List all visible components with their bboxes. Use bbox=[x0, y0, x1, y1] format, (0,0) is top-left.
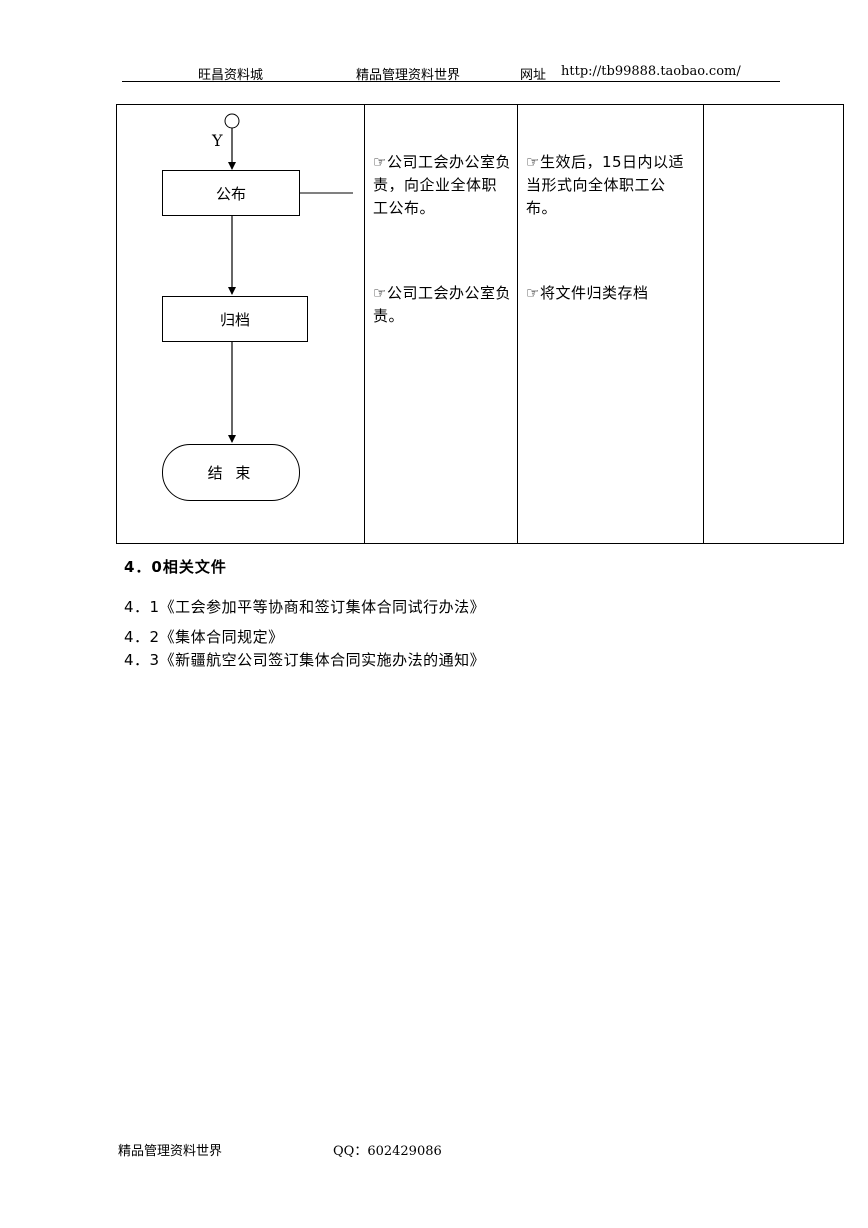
process-table bbox=[116, 104, 844, 544]
flow-yes-label: Y bbox=[212, 131, 223, 150]
flow-step-archive-label: 归档 bbox=[219, 310, 250, 329]
footer-left-text: 精品管理资料世界 bbox=[118, 1144, 223, 1159]
row2-responsible-text: ☞公司工会办公室负责。 bbox=[373, 284, 511, 325]
flow-step-publish-label: 公布 bbox=[215, 184, 246, 203]
table-column-divider-3 bbox=[703, 104, 704, 544]
row1-description-text: ☞生效后，15日内以适当形式向全体职工公布。 bbox=[526, 153, 685, 217]
row1-responsible-text: ☞公司工会办公室负责，向企业全体职工公布。 bbox=[373, 153, 511, 217]
header-url-label: 网址 bbox=[520, 68, 547, 83]
page-header: 旺昌资料城 精品管理资料世界 网址 http://tb99888.taobao.… bbox=[0, 62, 868, 83]
related-doc-item: 4．2《集体合同规定》 bbox=[124, 628, 284, 646]
footer-qq-text: QQ：602429086 bbox=[333, 1144, 442, 1159]
row2-description-text: ☞将文件归类存档 bbox=[526, 284, 649, 302]
flow-step-archive: 归档 bbox=[162, 296, 308, 342]
flow-end-terminator: 结 束 bbox=[162, 444, 300, 501]
table-column-divider-1 bbox=[364, 104, 365, 544]
header-center-text: 精品管理资料世界 bbox=[356, 68, 461, 83]
flow-end-label: 结 束 bbox=[207, 464, 255, 482]
header-divider bbox=[122, 81, 780, 82]
related-docs-title: 4．0相关文件 bbox=[124, 558, 227, 576]
related-doc-item: 4．1《工会参加平等协商和签订集体合同试行办法》 bbox=[124, 598, 486, 616]
flow-step-publish: 公布 bbox=[162, 170, 300, 216]
header-left-text: 旺昌资料城 bbox=[198, 68, 264, 83]
header-url-link[interactable]: http://tb99888.taobao.com/ bbox=[561, 64, 741, 79]
table-column-divider-2 bbox=[517, 104, 518, 544]
connector-node bbox=[224, 113, 240, 129]
related-doc-item: 4．3《新疆航空公司签订集体合同实施办法的通知》 bbox=[124, 651, 486, 669]
